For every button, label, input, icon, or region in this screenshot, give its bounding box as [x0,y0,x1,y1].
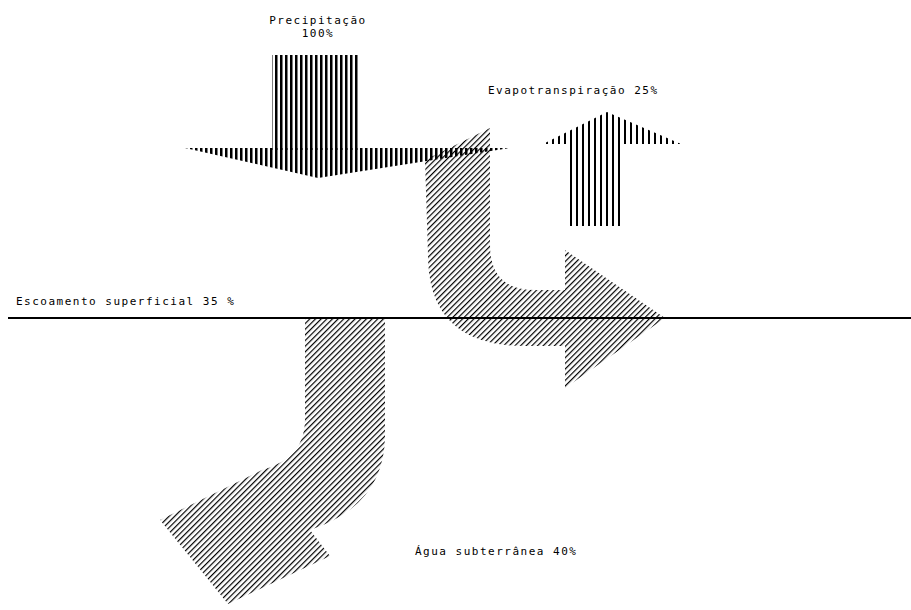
flow-label: Escoamento superficial 35 % [14,295,237,308]
evapotranspiration-arrow [543,112,681,226]
groundwater-arrow [160,319,385,604]
runoff-arrow [425,128,665,388]
flow-label: Água subterrânea 40% [413,545,579,558]
flow-label: Evapotranspiração 25% [486,84,661,97]
flow-label: Precipitação 100% [258,14,378,40]
